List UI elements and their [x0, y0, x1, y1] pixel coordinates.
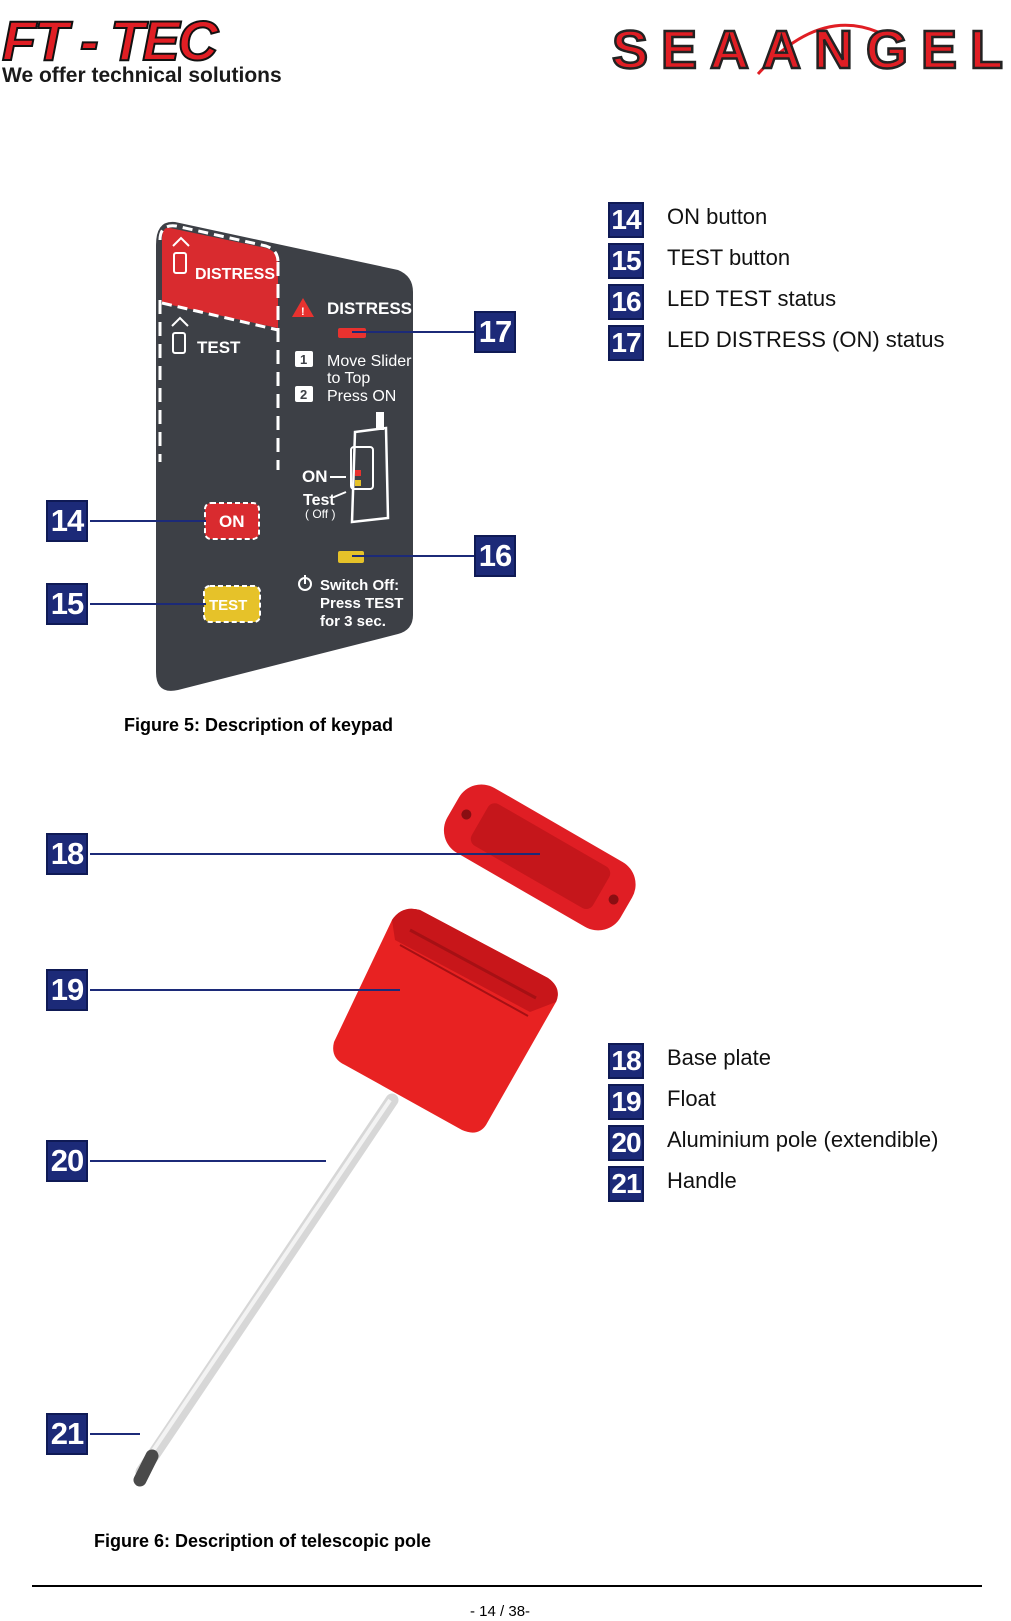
legend-badge-19: 19 — [608, 1084, 644, 1120]
callout-badge-16: 16 — [474, 535, 516, 577]
ft-tec-logo-text: FT - TEC — [2, 14, 220, 72]
switch-off-line2: Press TEST — [320, 595, 403, 612]
legend-label-16: LED TEST status — [667, 286, 837, 311]
seaangel-logo: SEAANGEL — [608, 2, 1008, 87]
step1-icon — [295, 351, 313, 367]
svg-text:2: 2 — [300, 387, 307, 402]
slider-off-label: ( Off ) — [305, 507, 335, 521]
footer-rule — [32, 1585, 982, 1587]
on-button[interactable]: ON — [204, 502, 260, 540]
pole-figure: 18 19 20 21 — [0, 780, 1011, 1520]
step2-icon — [295, 386, 313, 402]
legend-badge-14: 14 — [608, 202, 644, 238]
callout-badge-20: 20 — [46, 1140, 88, 1182]
svg-text:!: ! — [301, 306, 305, 318]
callout-badge-18: 18 — [46, 833, 88, 875]
test-flap-label: TEST — [197, 338, 241, 357]
page-number: - 14 / 38- — [470, 1603, 531, 1620]
test-button[interactable]: TEST — [203, 585, 261, 623]
step2-text: Press ON — [327, 388, 396, 405]
legend-badge-15: 15 — [608, 243, 644, 279]
ft-tec-logo: FT - TEC — [0, 14, 300, 94]
legend-label-18: Base plate — [667, 1045, 771, 1070]
distress-hand-icon — [172, 236, 190, 274]
test-hand-icon — [171, 316, 189, 354]
callout-badge-19: 19 — [46, 969, 88, 1011]
on-button-label: ON — [219, 512, 245, 531]
legend-badge-16: 16 — [608, 284, 644, 320]
led-test — [338, 551, 364, 563]
warning-icon: ! — [292, 298, 314, 318]
legend-badge-17: 17 — [608, 325, 644, 361]
legend-label-14: ON button — [667, 204, 768, 229]
svg-text:1: 1 — [300, 352, 307, 367]
legend-label-15: TEST button — [667, 245, 791, 270]
legend-badge-21: 21 — [608, 1166, 644, 1202]
distress-flap-label: DISTRESS — [195, 266, 275, 283]
step1-line2: to Top — [327, 370, 370, 387]
figure5-caption: Figure 5: Description of keypad — [124, 715, 394, 735]
callout-badge-21: 21 — [46, 1413, 88, 1455]
keypad-figure: DISTRESS TEST ! DISTRESS 1 Move Slider t… — [0, 0, 1011, 760]
warning-title: DISTRESS — [327, 299, 412, 318]
callout-badge-15: 15 — [46, 583, 88, 625]
power-icon — [298, 575, 312, 591]
callout-badge-14: 14 — [46, 500, 88, 542]
legend-label-21: Handle — [667, 1168, 737, 1193]
legend-badge-20: 20 — [608, 1125, 644, 1161]
switch-off-line3: for 3 sec. — [320, 613, 386, 630]
handle — [133, 1449, 159, 1487]
keypad-body — [156, 221, 413, 691]
distress-flap — [162, 227, 278, 328]
legend-label-20: Aluminium pole (extendible) — [667, 1127, 939, 1152]
switch-off-line1: Switch Off: — [320, 577, 399, 594]
test-button-label: TEST — [209, 597, 247, 614]
base-plate — [443, 784, 636, 931]
slider-on-label: ON — [302, 467, 328, 486]
slider-test-label: Test — [303, 492, 335, 509]
legend-label-17: LED DISTRESS (ON) status — [667, 327, 945, 352]
float — [333, 908, 558, 1133]
legend-label-19: Float — [667, 1086, 716, 1111]
figure6-caption: Figure 6: Description of telescopic pole — [94, 1531, 432, 1551]
logo-tagline: We offer technical solutions — [2, 64, 282, 87]
slider-graphic — [350, 412, 390, 524]
legend-badge-18: 18 — [608, 1043, 644, 1079]
step1-line1: Move Slider — [327, 353, 412, 370]
callout-badge-17: 17 — [474, 311, 516, 353]
